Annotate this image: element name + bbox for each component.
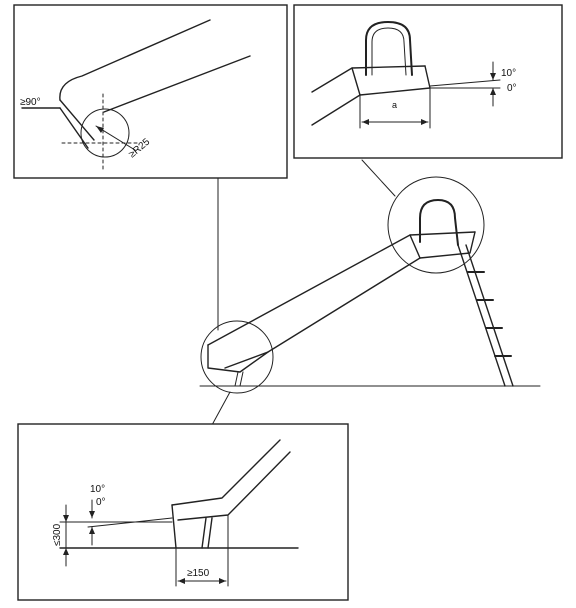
handrail-loop bbox=[365, 21, 413, 76]
leader-line-top-right bbox=[361, 159, 396, 197]
arrow-down-icon bbox=[490, 73, 496, 80]
angle-max-label: 10° bbox=[90, 484, 105, 495]
arrow-up-icon bbox=[63, 548, 69, 555]
chute-upper-edge bbox=[207, 231, 476, 346]
radius-circle bbox=[80, 108, 130, 158]
angle-min-label: 0° bbox=[507, 83, 517, 94]
main-slide bbox=[199, 159, 541, 426]
ladder-rail-right bbox=[465, 244, 514, 387]
chute-upper-curve bbox=[59, 19, 211, 101]
ladder-rail-left bbox=[457, 244, 506, 387]
callout-circle-top bbox=[387, 176, 485, 274]
outlet-leg-2 bbox=[234, 371, 239, 387]
arrow-up-icon bbox=[490, 88, 496, 95]
handrail-loop bbox=[419, 199, 459, 246]
detail-frame-top-right bbox=[293, 4, 563, 159]
dimension-label: a bbox=[392, 100, 397, 110]
detail-top-left: ≥90° ≥R25 bbox=[13, 4, 288, 179]
detail-frame-bottom bbox=[17, 423, 349, 601]
leader-line-bottom bbox=[211, 391, 231, 426]
arrow-down-icon bbox=[63, 515, 69, 522]
callout-circle-bottom bbox=[200, 320, 274, 394]
outlet-leg bbox=[239, 371, 244, 387]
arrow-down-icon bbox=[89, 511, 95, 518]
detail-frame-top-left bbox=[13, 4, 288, 179]
chute-lower-edge bbox=[224, 257, 421, 369]
angle-label: ≥90° bbox=[20, 97, 41, 108]
angle-min-label: 0° bbox=[96, 497, 106, 508]
arrow-right-icon bbox=[219, 578, 226, 584]
arrow-left-icon bbox=[362, 119, 369, 125]
platform-front bbox=[419, 231, 476, 259]
chute-upper-edge bbox=[171, 439, 281, 506]
outlet-front bbox=[171, 504, 177, 549]
platform-edge bbox=[409, 234, 421, 259]
arrow-left-icon bbox=[178, 578, 185, 584]
chute-lower-edge bbox=[103, 55, 251, 113]
slope-line-max bbox=[429, 79, 501, 87]
handrail-inner bbox=[371, 27, 407, 76]
support-leg-right bbox=[207, 517, 213, 549]
arrow-right-icon bbox=[421, 119, 428, 125]
angle-max-label: 10° bbox=[501, 68, 516, 79]
support-leg-left bbox=[201, 517, 207, 549]
radius-arrow-icon bbox=[96, 126, 104, 133]
arrow-up-icon bbox=[89, 527, 95, 534]
chute-base-edge bbox=[59, 107, 89, 149]
detail-bottom: 10° 0° ≤300 ≥150 bbox=[17, 423, 349, 601]
chute-side bbox=[59, 99, 95, 141]
detail-top-right: 10° 0° a bbox=[293, 4, 563, 159]
platform-edge bbox=[424, 65, 431, 89]
platform-front bbox=[351, 67, 361, 96]
height-label: ≤300 bbox=[52, 523, 63, 546]
length-label: ≥150 bbox=[187, 568, 210, 579]
chute-outlet bbox=[207, 344, 269, 373]
